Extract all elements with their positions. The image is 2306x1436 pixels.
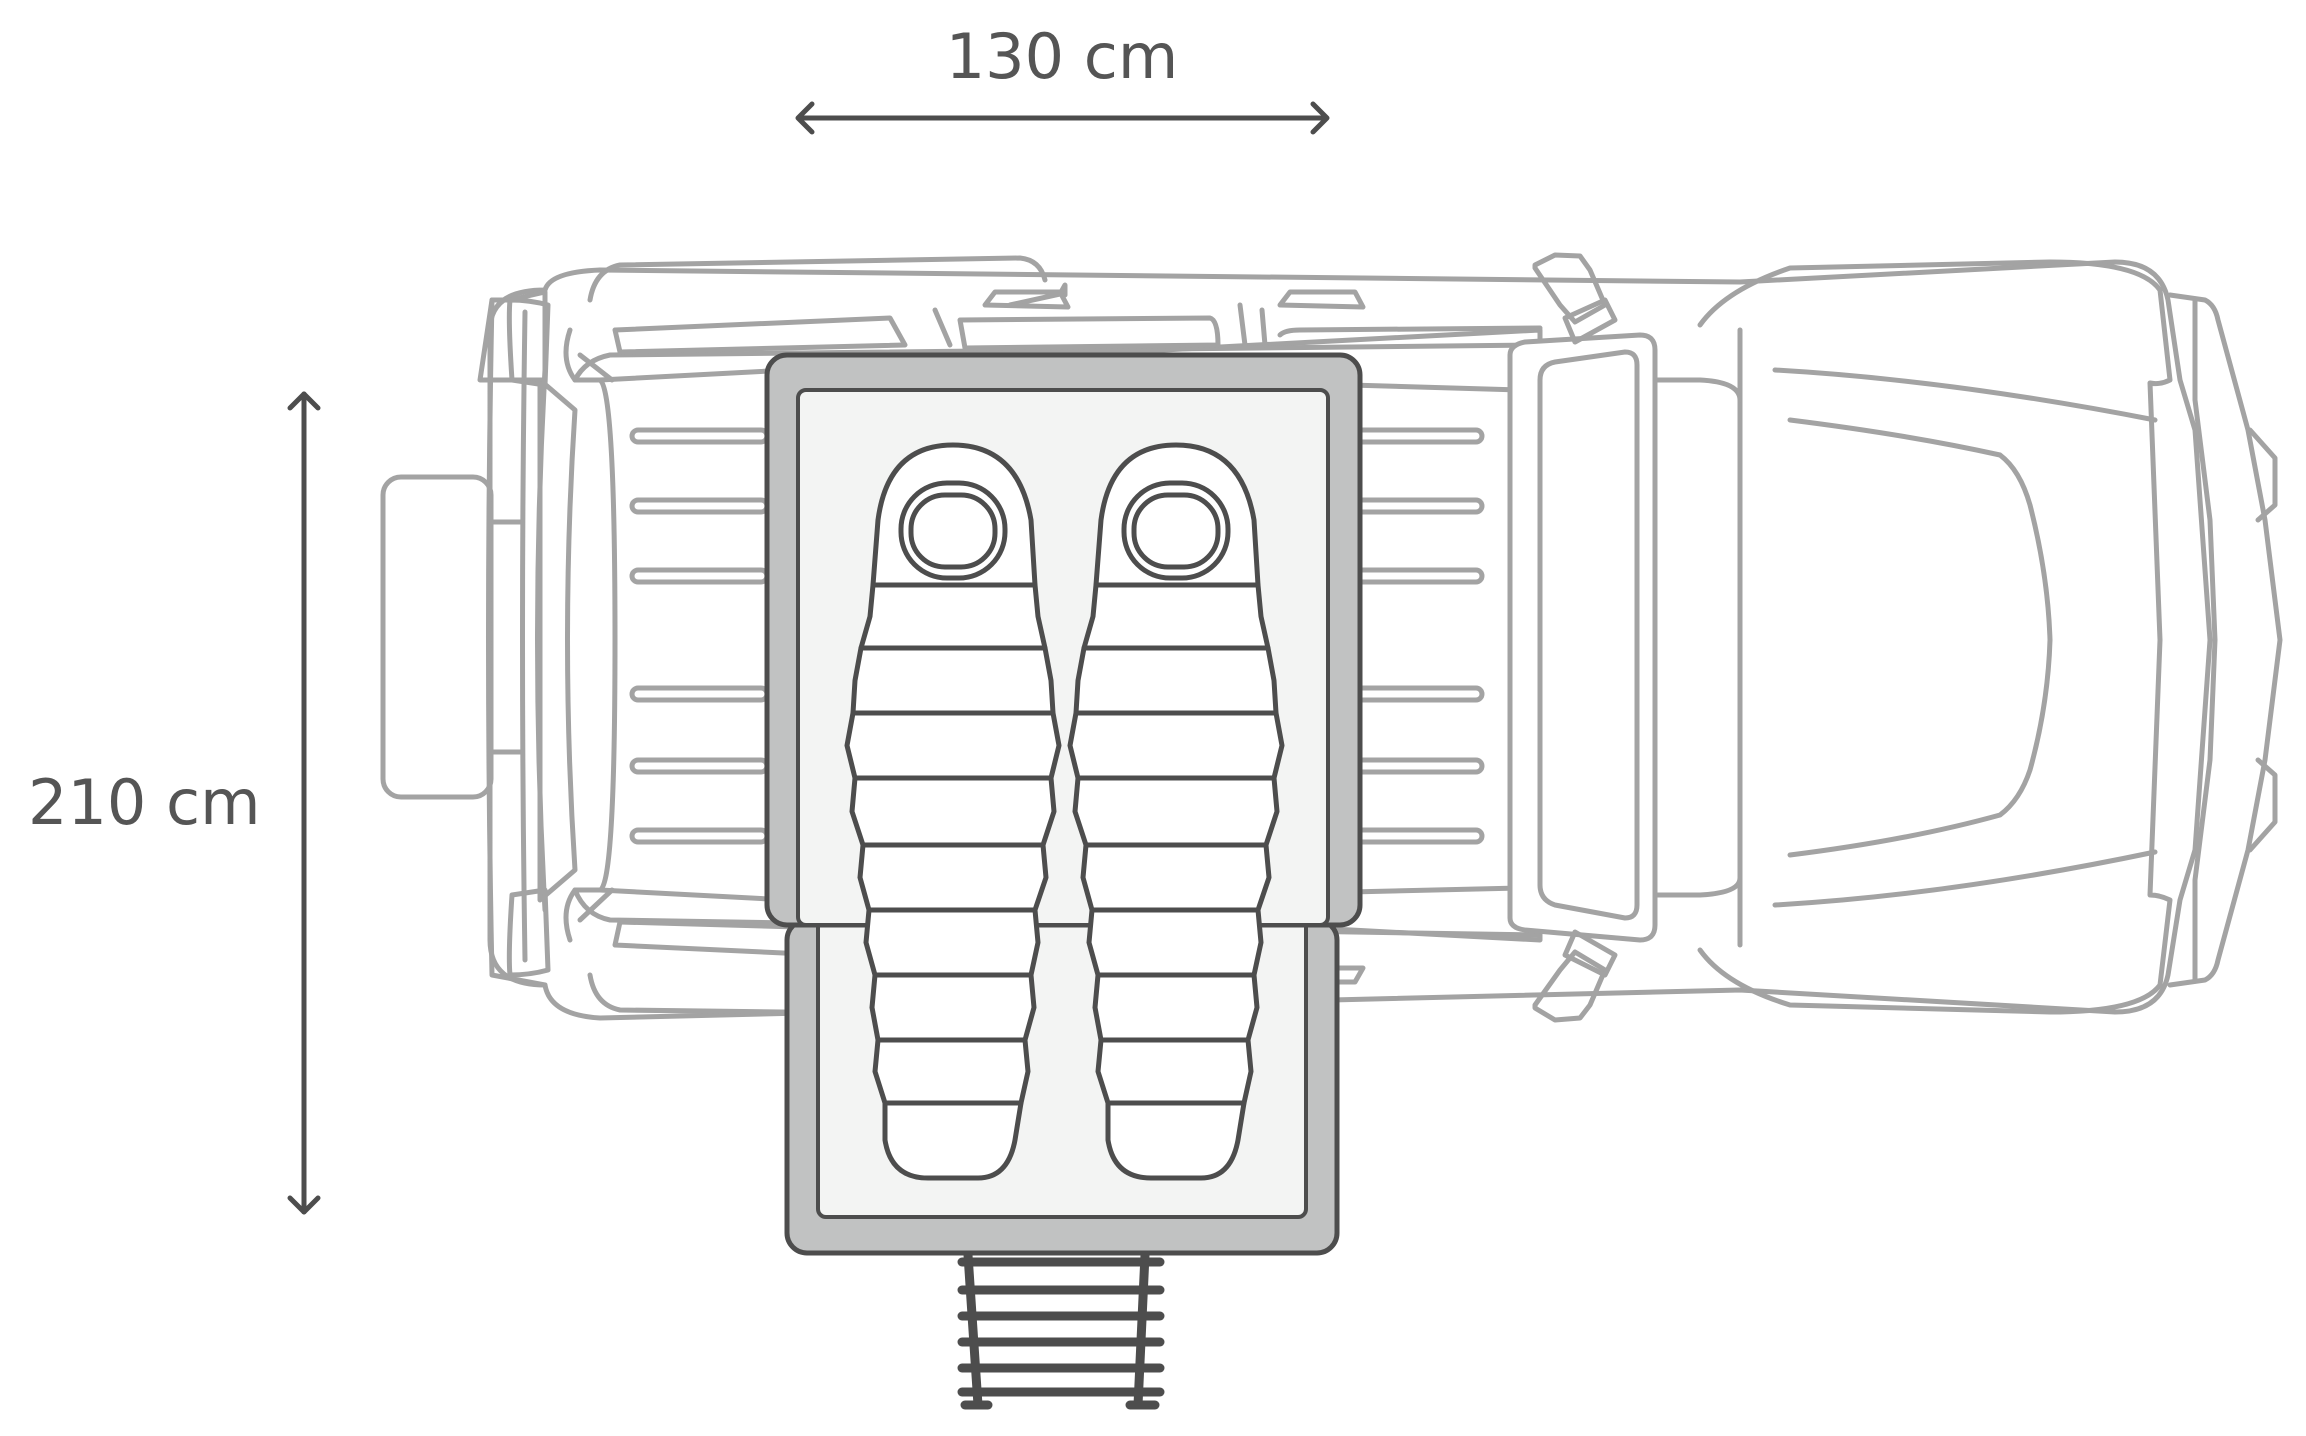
sleeping-bag-right [1067, 442, 1285, 1181]
sleeping-bag-segment [1092, 972, 1260, 1043]
length-label: 210 cm [28, 766, 261, 839]
hood [1697, 259, 2173, 1015]
sleeping-bag-segment [850, 645, 1056, 716]
spare-wheel [380, 474, 494, 800]
length-dimension: 210 cm [28, 391, 321, 1215]
sleeping-bag-segment [1067, 710, 1285, 781]
sleeping-bag-face-inner [1131, 492, 1221, 570]
sleeping-bag-segment [1073, 645, 1279, 716]
sleeping-bag-segment [869, 972, 1037, 1043]
sleeping-bag-foot [1105, 1100, 1247, 1181]
vehicle-outline [380, 252, 2283, 1023]
sleeping-bag-segment [1086, 907, 1264, 978]
sleeping-bag-left [844, 442, 1062, 1181]
sleeping-bag-segment [1080, 842, 1272, 913]
sleeping-bag-segment [844, 710, 1062, 781]
sleeping-bags [844, 442, 1285, 1181]
windshield [1507, 332, 1658, 943]
sleeping-bag-segment [849, 775, 1057, 848]
vehicle-body [487, 259, 2213, 1021]
width-label: 130 cm [946, 20, 1179, 93]
sleeping-bag-face-inner [908, 492, 998, 570]
sleeping-bag-segment [863, 907, 1041, 978]
sleeping-bag-segment [1081, 582, 1271, 651]
sleeping-bag-segment [857, 842, 1049, 913]
sleeping-bag-segment [1072, 775, 1280, 848]
width-dimension: 130 cm [795, 20, 1330, 135]
ladder [957, 1250, 1165, 1410]
sleeping-bag-segment [858, 582, 1048, 651]
sleeping-bag-segment [872, 1037, 1031, 1106]
sleeping-bag-segment [1095, 1037, 1254, 1106]
sleeping-bag-foot [882, 1100, 1024, 1181]
